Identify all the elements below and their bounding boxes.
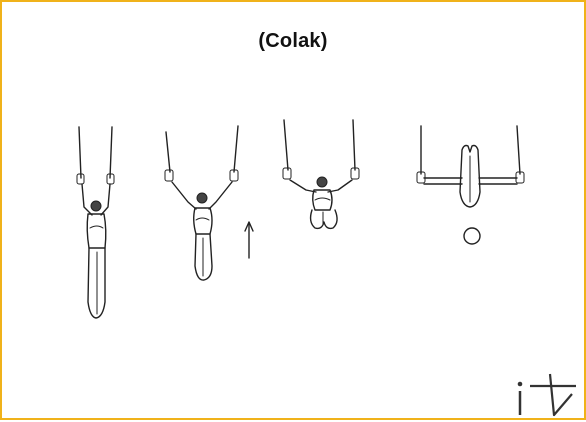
brand-logo <box>517 373 576 417</box>
skill-title: (Colak) <box>258 30 328 52</box>
gymnast-figure-4-inverted <box>416 125 525 245</box>
gymnast-figure-1-straight-hang <box>76 126 115 319</box>
gymnast-figure-3-tuck <box>282 119 360 230</box>
gymnast-figure-2-pike <box>164 125 254 281</box>
